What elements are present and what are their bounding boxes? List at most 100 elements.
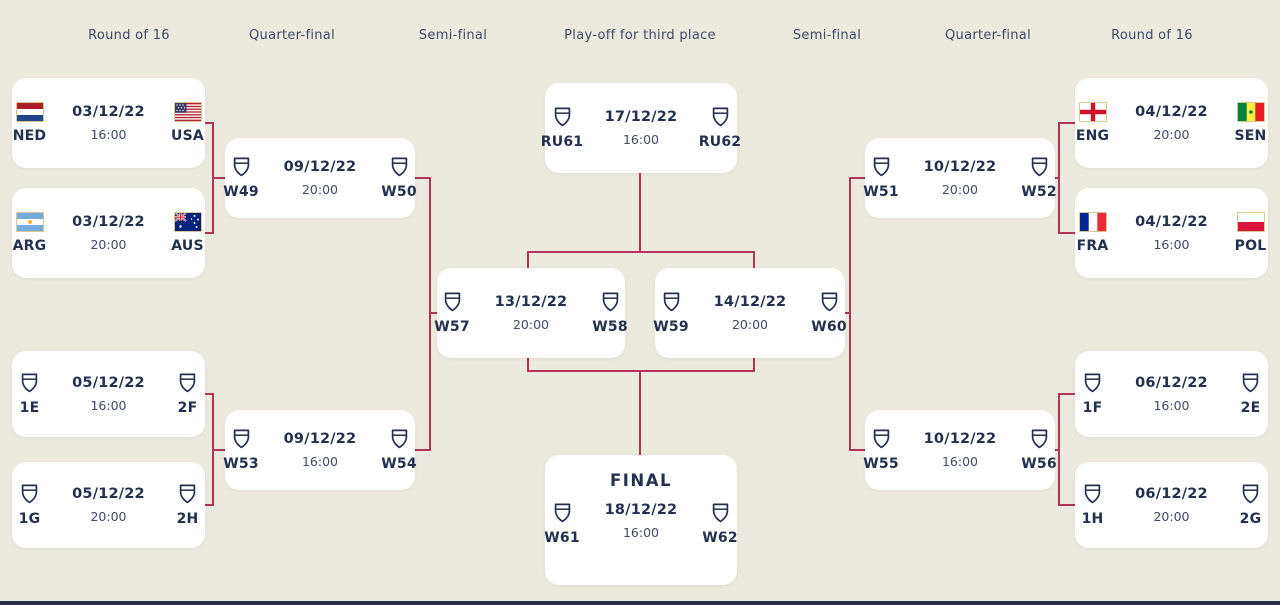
team-code: 1E xyxy=(19,400,40,416)
connector-line xyxy=(639,370,641,456)
match-date: 10/12/22 xyxy=(923,431,997,447)
round-header: Play-off for third place xyxy=(564,28,716,43)
connector-line xyxy=(415,449,431,451)
match-date: 06/12/22 xyxy=(1135,375,1208,391)
flag-pol-icon xyxy=(1236,212,1265,232)
team-code: W57 xyxy=(434,319,470,335)
match-date: 18/12/22 xyxy=(604,502,678,518)
team-home: W51 xyxy=(858,156,904,200)
footer-bar xyxy=(0,601,1280,605)
match-date: 17/12/22 xyxy=(604,109,678,125)
team-code: 2F xyxy=(177,400,198,416)
round-header: Semi-final xyxy=(418,28,488,43)
flag-fra-icon xyxy=(1078,212,1107,232)
shield-icon xyxy=(232,156,251,178)
team-home: W61 xyxy=(539,502,585,546)
shield-icon xyxy=(1083,372,1102,394)
connector-line xyxy=(527,251,755,253)
team-home: 1G xyxy=(7,483,53,527)
team-away: SEN xyxy=(1228,102,1274,144)
match-date: 06/12/22 xyxy=(1135,486,1208,502)
connector-line xyxy=(205,504,214,506)
team-code: USA xyxy=(171,128,204,144)
flag-aus-icon xyxy=(173,212,202,232)
team-code: W51 xyxy=(863,184,899,200)
shield-icon xyxy=(178,483,197,505)
team-code: W52 xyxy=(1021,184,1057,200)
team-code: W58 xyxy=(592,319,628,335)
connector-line xyxy=(1058,393,1060,506)
connector-line xyxy=(415,177,431,179)
shield-icon xyxy=(872,428,891,450)
match-time: 16:00 xyxy=(1153,398,1190,413)
match-time: 20:00 xyxy=(941,182,979,197)
team-code: FRA xyxy=(1076,238,1109,254)
match-time: 16:00 xyxy=(90,127,127,142)
team-away: 2G xyxy=(1228,483,1274,527)
connector-line xyxy=(1051,449,1060,451)
shield-icon xyxy=(1030,156,1049,178)
team-code: RU61 xyxy=(540,134,584,150)
team-away: W52 xyxy=(1016,156,1062,200)
connector-line xyxy=(1058,504,1075,506)
match-date: 13/12/22 xyxy=(494,294,568,310)
team-away: 2H xyxy=(165,483,211,527)
match-time: 20:00 xyxy=(90,237,127,252)
team-home: 1F xyxy=(1070,372,1116,416)
connector-line xyxy=(429,177,431,451)
team-code: NED xyxy=(12,128,47,144)
team-code: W60 xyxy=(811,319,847,335)
team-code: W50 xyxy=(381,184,417,200)
connector-line xyxy=(845,312,851,314)
team-code: SEN xyxy=(1234,128,1267,144)
team-code: W49 xyxy=(223,184,259,200)
team-home: RU61 xyxy=(539,106,585,150)
match-time: 16:00 xyxy=(301,454,339,469)
match-card-r16-left-1[interactable]: NED 03/12/22 16:00 USA xyxy=(12,78,205,168)
team-away: USA xyxy=(165,102,211,144)
team-away: 2E xyxy=(1228,372,1274,416)
connector-line xyxy=(212,177,225,179)
team-away: W56 xyxy=(1016,428,1062,472)
shield-icon xyxy=(178,372,197,394)
match-time: 20:00 xyxy=(731,317,769,332)
round-header: Quarter-final xyxy=(249,28,335,43)
shield-icon xyxy=(390,156,409,178)
connector-line xyxy=(753,251,755,269)
shield-icon xyxy=(20,483,39,505)
match-schedule: 06/12/22 16:00 xyxy=(1134,375,1210,413)
team-home: W59 xyxy=(648,291,694,335)
match-date: 04/12/22 xyxy=(1135,214,1208,230)
team-home: ENG xyxy=(1070,102,1116,144)
team-home: W49 xyxy=(218,156,264,200)
team-code: 1F xyxy=(1082,400,1103,416)
match-time: 20:00 xyxy=(1153,127,1190,142)
team-code: W55 xyxy=(863,456,899,472)
flag-ned-icon xyxy=(15,102,44,122)
match-date: 03/12/22 xyxy=(72,104,145,120)
